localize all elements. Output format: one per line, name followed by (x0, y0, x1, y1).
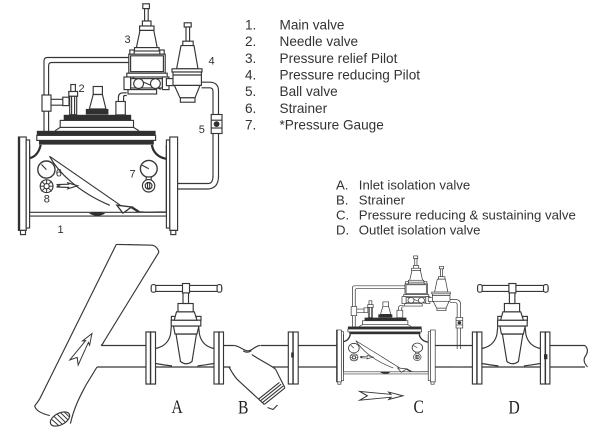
svg-text:Needle valve: Needle valve (280, 34, 359, 49)
svg-text:Strainer: Strainer (280, 101, 328, 116)
svg-text:C.: C. (336, 208, 349, 223)
svg-text:Pressure relief Pilot: Pressure relief Pilot (280, 51, 398, 66)
svg-text:6: 6 (56, 168, 62, 180)
svg-text:*Pressure Gauge: *Pressure Gauge (280, 118, 384, 133)
svg-text:Pressure reducing Pilot: Pressure reducing Pilot (280, 68, 421, 83)
svg-text:Main valve: Main valve (280, 17, 345, 32)
svg-text:Inlet isolation valve: Inlet isolation valve (359, 177, 470, 192)
svg-text:D.: D. (336, 223, 349, 238)
svg-text:6.: 6. (245, 101, 256, 116)
svg-text:1: 1 (58, 224, 64, 236)
svg-text:A: A (172, 396, 184, 417)
svg-text:C: C (414, 396, 424, 417)
svg-text:A.: A. (336, 177, 348, 192)
svg-text:8: 8 (44, 193, 50, 205)
svg-text:3.: 3. (245, 51, 256, 66)
svg-text:5.: 5. (245, 84, 256, 99)
svg-text:3: 3 (125, 34, 131, 46)
svg-text:Strainer: Strainer (359, 193, 406, 208)
svg-text:7: 7 (130, 168, 136, 180)
svg-text:D: D (509, 397, 520, 418)
svg-text:Outlet isolation valve: Outlet isolation valve (359, 223, 481, 238)
svg-text:B: B (238, 397, 248, 418)
svg-text:4.: 4. (245, 68, 256, 83)
svg-text:7.: 7. (245, 118, 256, 133)
svg-text:2.: 2. (245, 34, 256, 49)
svg-text:1.: 1. (245, 17, 256, 32)
svg-text:2: 2 (79, 83, 85, 95)
svg-text:4: 4 (209, 56, 215, 68)
svg-text:B.: B. (336, 193, 348, 208)
svg-text:Pressure reducing & sustaining: Pressure reducing & sustaining valve (359, 208, 576, 223)
svg-text:Ball valve: Ball valve (280, 84, 338, 99)
svg-text:5: 5 (199, 124, 205, 136)
